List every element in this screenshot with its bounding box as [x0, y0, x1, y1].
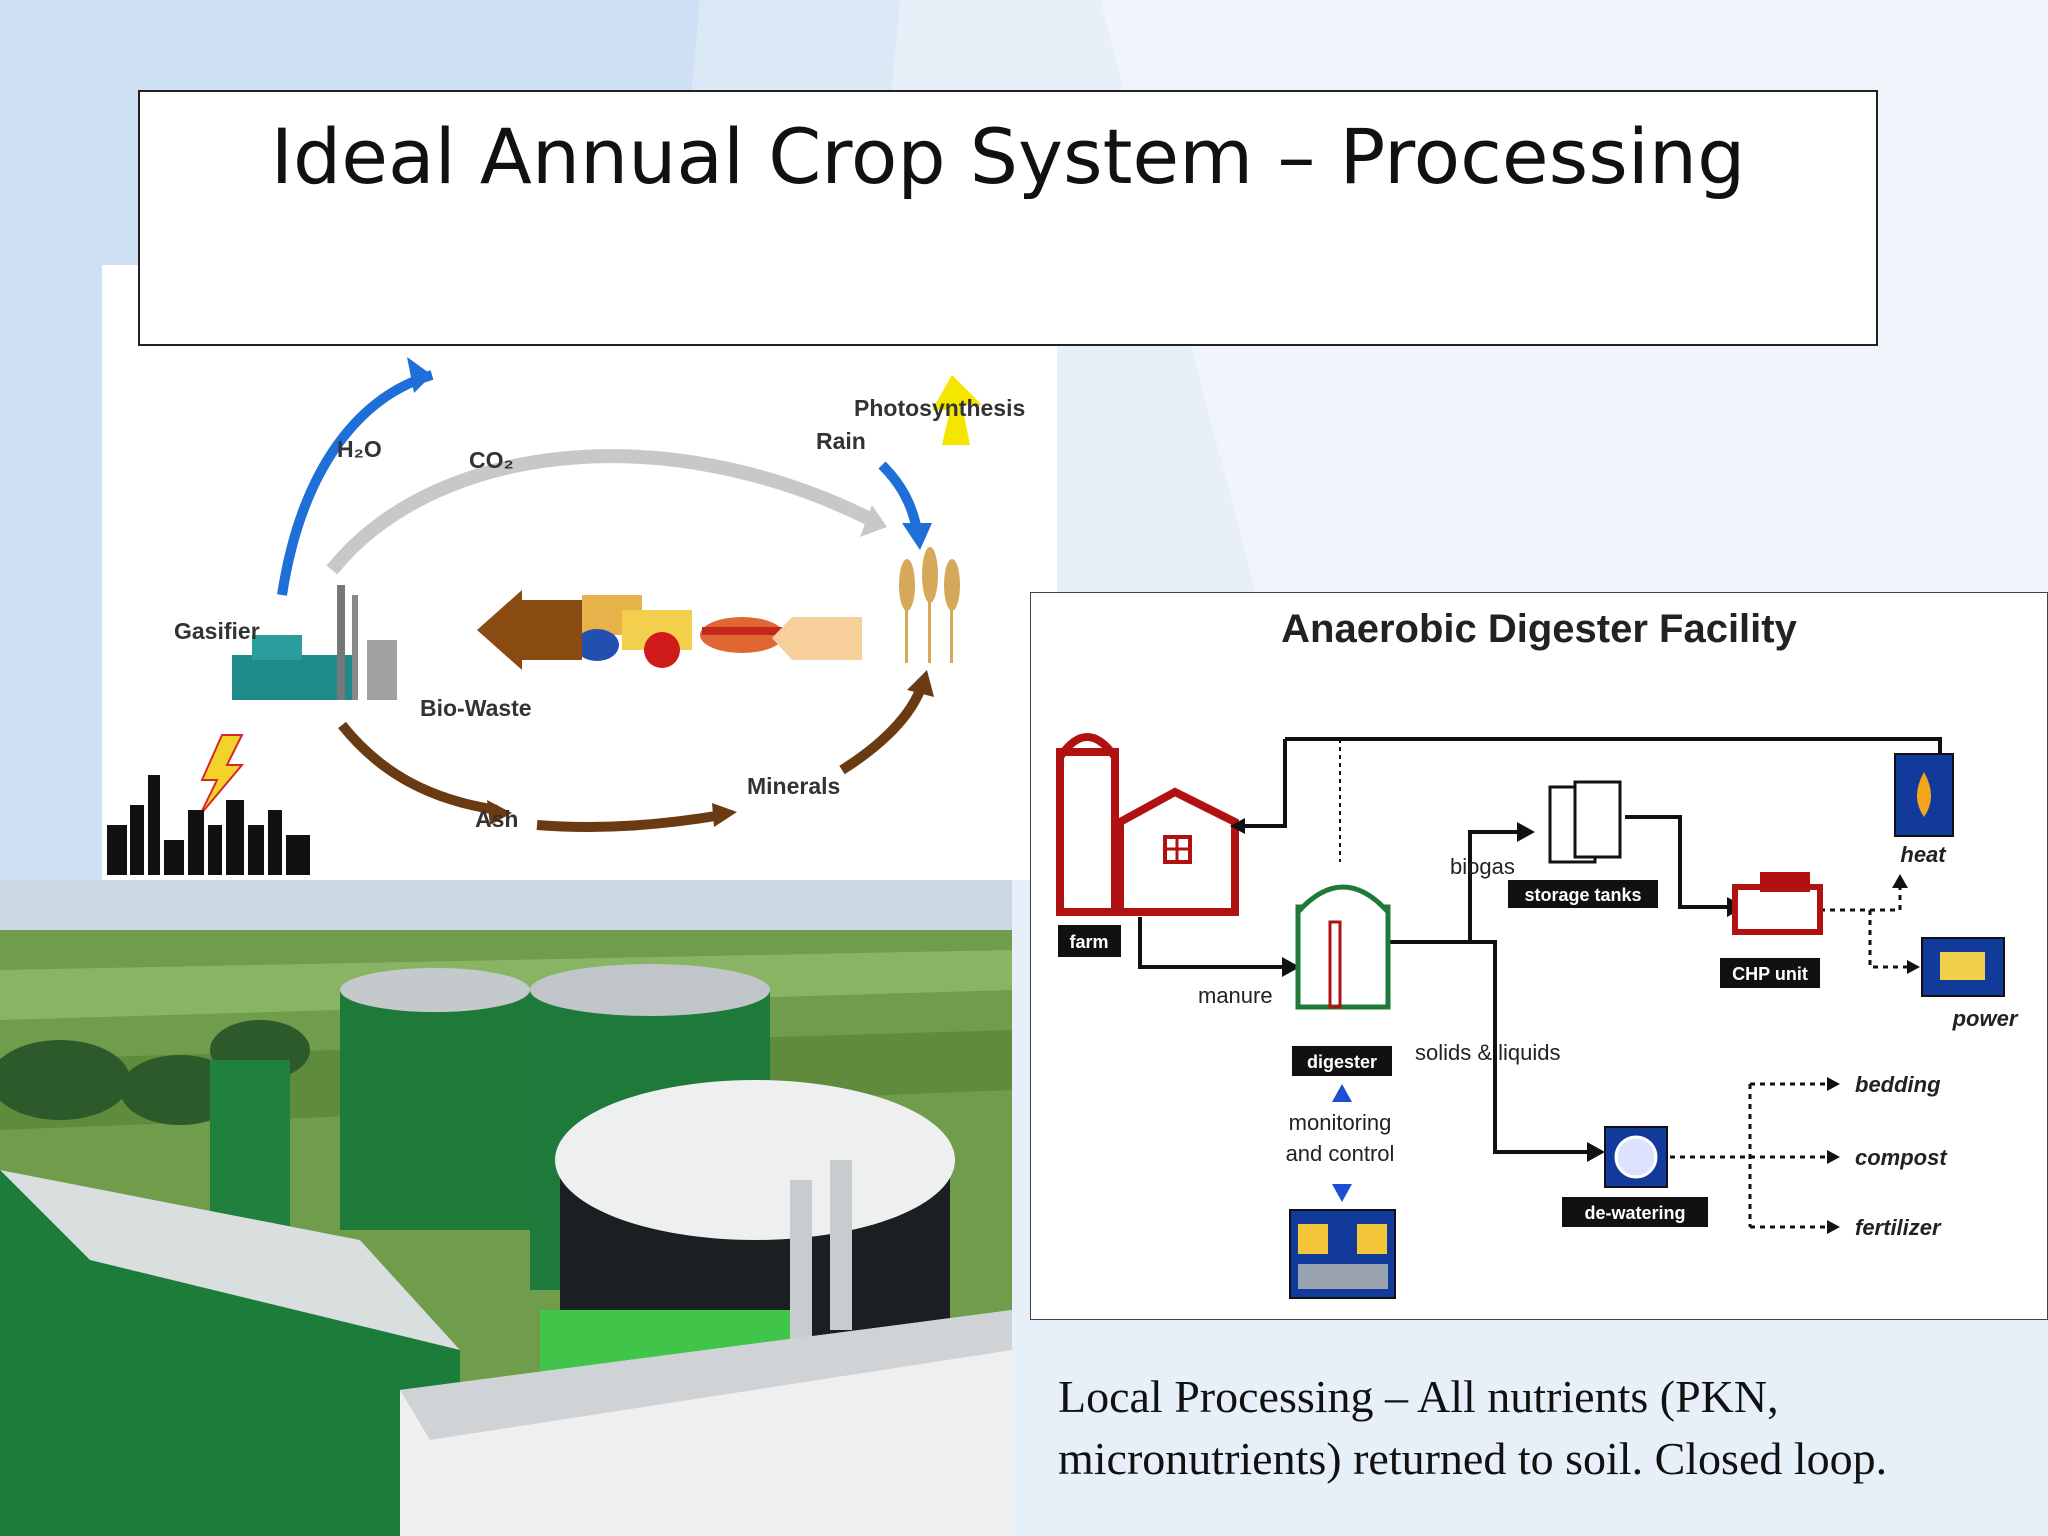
anaerobic-digester-diagram: Anaerobic Digester Facility farm [1030, 592, 2048, 1320]
storage-tanks-icon [1548, 780, 1622, 864]
down-arrow-icon [1332, 1184, 1352, 1202]
minerals-arrow [536, 810, 723, 832]
wheat-icon [899, 547, 960, 663]
gas-dome-icon [555, 1080, 955, 1340]
monitoring-label-line1: monitoring [1289, 1110, 1392, 1135]
power-arrow-head [1907, 960, 1920, 974]
food-icon [575, 595, 784, 668]
carbon-cycle-diagram: Photosynthesis Rain H₂O CO₂ Gasifier Bio… [102, 265, 1057, 880]
manure-label: manure [1198, 983, 1273, 1008]
caption-line-2: micronutrients) returned to soil. Closed… [1058, 1433, 1888, 1484]
slide-caption: Local Processing – All nutrients (PKN, m… [1058, 1366, 2028, 1490]
farm-label: farm [1069, 932, 1108, 952]
power-label: power [1952, 1006, 2019, 1031]
dewatering-icon [1604, 1126, 1668, 1188]
bedding-label: bedding [1855, 1072, 1941, 1097]
biowaste-arrow-icon [477, 590, 582, 670]
h2o-arrow-head [407, 357, 432, 393]
lightning-icon [199, 734, 245, 816]
ash-label: Ash [475, 806, 518, 832]
dotted-outputs [1670, 882, 1910, 1229]
co2-arrow [326, 449, 876, 575]
control-computer-icon [1289, 1209, 1396, 1299]
return-arrow-head [1230, 818, 1245, 834]
cycle-panel-bg [102, 265, 1057, 880]
co2-label: CO₂ [469, 447, 514, 473]
monitoring-label-line2: and control [1286, 1141, 1395, 1166]
growth-arrow [839, 683, 927, 775]
gasifier-icon [232, 585, 397, 700]
biogas-label: biogas [1450, 854, 1515, 879]
caption-line-1: Local Processing – All nutrients (PKN, [1058, 1371, 1779, 1422]
photosynthesis-label: Photosynthesis [854, 395, 1025, 421]
farm-icon [1056, 733, 1239, 916]
city-skyline-icon [107, 775, 310, 875]
heat-icon [1894, 753, 1954, 837]
digester-title: Anaerobic Digester Facility [1281, 607, 1797, 651]
chp-unit-label: CHP unit [1732, 964, 1808, 984]
storage-tanks-label: storage tanks [1524, 885, 1641, 905]
co2-arrow-head [860, 505, 887, 537]
minerals-arrow-head [712, 803, 737, 827]
rain-arrow-head [902, 523, 932, 550]
heat-arrow-head [1892, 874, 1908, 888]
up-arrow-icon [1332, 1084, 1352, 1102]
chp-unit-icon [1732, 872, 1823, 935]
digester-panel-bg [1030, 592, 2048, 1320]
digester-label: digester [1307, 1052, 1377, 1072]
facility-photo [0, 880, 1012, 1536]
fertilizer-label: fertilizer [1855, 1215, 1942, 1240]
biogas-arrow-head [1517, 822, 1535, 842]
slide-title: Ideal Annual Crop System – Processing [270, 112, 1746, 201]
h2o-arrow [277, 370, 434, 596]
gasifier-label: Gasifier [174, 618, 260, 644]
heat-label: heat [1900, 842, 1947, 867]
title-box: Ideal Annual Crop System – Processing [138, 90, 1878, 346]
fertilizer-arrow-head [1827, 1220, 1840, 1234]
compost-label: compost [1855, 1145, 1948, 1170]
ash-arrow [338, 721, 498, 815]
rain-label: Rain [816, 428, 866, 454]
ash-arrow-head [487, 800, 512, 825]
solids-liquids-label: solids & liquids [1415, 1040, 1561, 1065]
biowaste-label: Bio-Waste [420, 695, 532, 721]
power-icon [1921, 937, 2005, 997]
sunlight-arrow-icon [932, 375, 982, 445]
minerals-label: Minerals [747, 773, 840, 799]
growth-arrow-head [907, 670, 934, 697]
manure-arrow-head [1282, 957, 1300, 977]
food-arrow-icon [772, 617, 862, 660]
bedding-arrow-head [1827, 1077, 1840, 1091]
compost-arrow-head [1827, 1150, 1840, 1164]
solids-arrow-head [1587, 1142, 1605, 1162]
h2o-label: H₂O [337, 436, 382, 462]
dewatering-label: de-watering [1584, 1203, 1685, 1223]
digester-tank-icon [1295, 884, 1391, 1010]
